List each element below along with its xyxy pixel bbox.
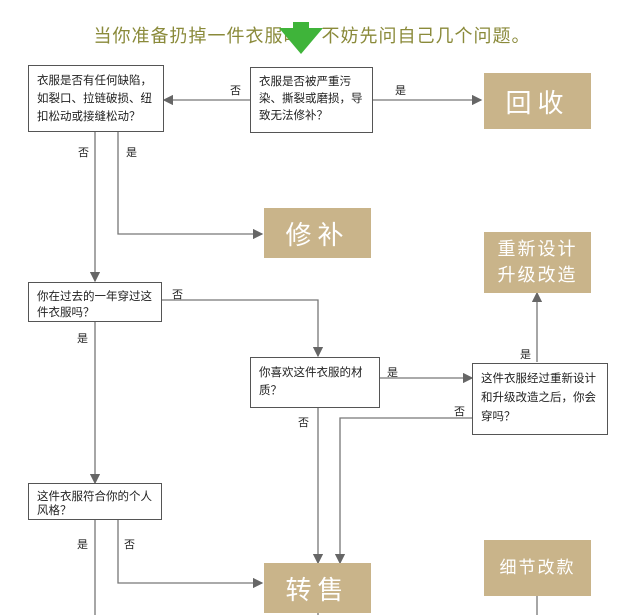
conn-redesign-no-to-resell: [334, 417, 472, 565]
question-style: 这件衣服符合你的个人风格？: [28, 483, 162, 520]
label-main-yes: 是: [395, 84, 406, 97]
conn-style-to-resell: [117, 520, 264, 589]
question-main: 衣服是否被严重污染、撕裂或磨损，导致无法修补？: [250, 67, 373, 133]
question-material: 你喜欢这件衣服的材质？: [250, 357, 380, 408]
label-year-no: 否: [172, 288, 183, 301]
label-defect-no: 否: [78, 146, 89, 159]
label-style-yes: 是: [77, 538, 88, 551]
label-redesign-no: 否: [454, 405, 465, 418]
question-defect: 衣服是否有任何缺陷，如裂口、拉链破损、纽扣松动或接缝松动？: [28, 65, 164, 132]
question-year: 你在过去的一年穿过这件衣服吗？: [28, 282, 162, 322]
label-style-no: 否: [124, 538, 135, 551]
start-arrow-icon: [279, 28, 323, 54]
question-redesign: 这件衣服经过重新设计和升级改造之后，你会穿吗？: [472, 363, 608, 435]
outcome-resell: 转售: [264, 563, 371, 613]
outcome-repair: 修补: [264, 208, 371, 258]
conn-year-to-material: [162, 299, 324, 358]
conn-defect-to-repair: [117, 132, 264, 240]
label-redesign-yes: 是: [520, 348, 531, 361]
outcome-redesign: 重新设计 升级改造: [484, 232, 591, 293]
label-material-yes: 是: [387, 366, 398, 379]
label-material-no: 否: [298, 416, 309, 429]
label-main-no: 否: [230, 84, 241, 97]
outcome-alter: 细节改款: [484, 540, 591, 596]
label-defect-yes: 是: [126, 146, 137, 159]
outcome-recycle: 回收: [484, 73, 591, 129]
start-arrow-stem: [293, 22, 309, 30]
label-year-yes: 是: [77, 332, 88, 345]
